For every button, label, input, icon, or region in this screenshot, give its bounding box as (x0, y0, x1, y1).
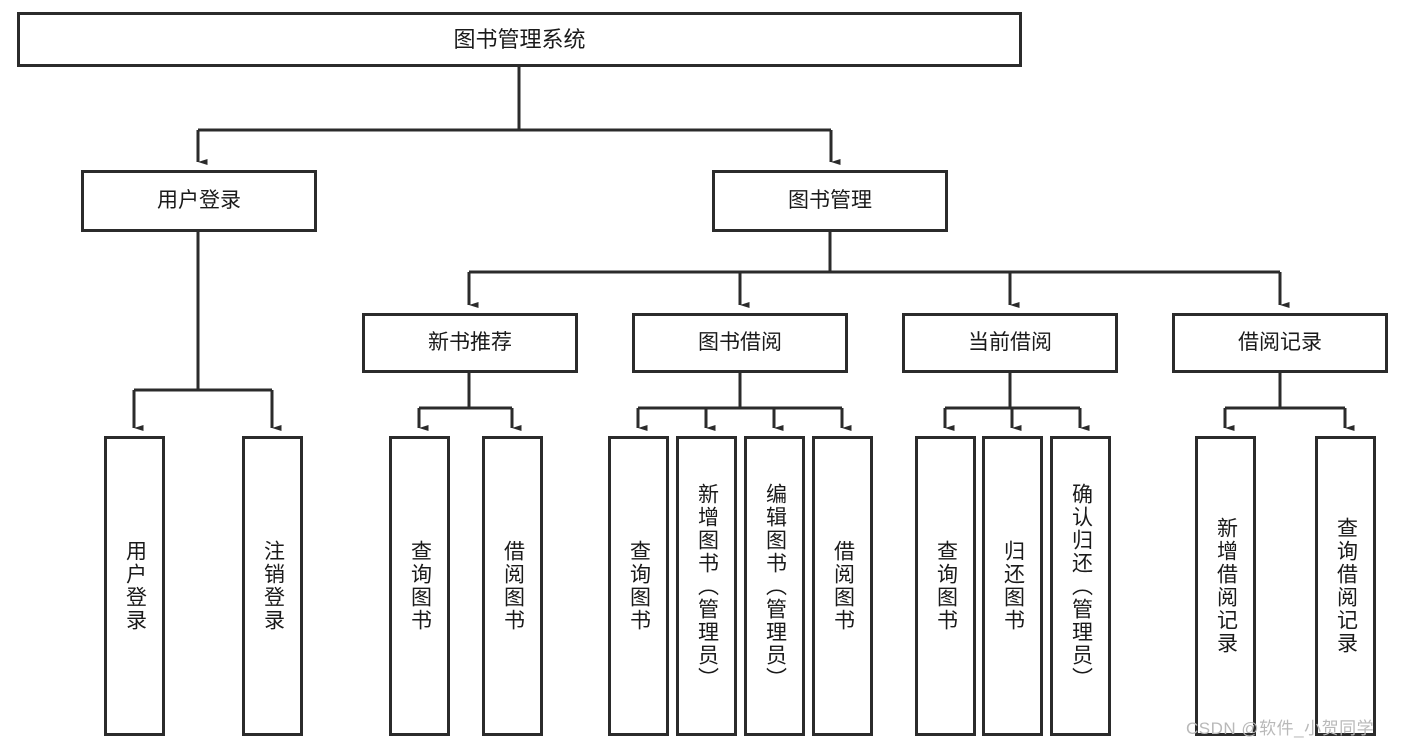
node-book-management[interactable]: 图书管理 (712, 170, 948, 232)
node-root-label: 图书管理系统 (453, 26, 586, 52)
leaf-user-login[interactable]: 用户登录 (104, 436, 165, 736)
node-book-borrow[interactable]: 图书借阅 (632, 313, 848, 373)
leaf-query-borrow-record[interactable]: 查询借阅记录 (1315, 436, 1376, 736)
leaf-borrow-book[interactable]: 借阅图书 (812, 436, 873, 736)
node-user-login[interactable]: 用户登录 (81, 170, 317, 232)
node-new-book-recommend[interactable]: 新书推荐 (362, 313, 578, 373)
leaf-newbook-borrow-book[interactable]: 借阅图书 (482, 436, 543, 736)
leaf-logout[interactable]: 注销登录 (242, 436, 303, 736)
node-book-borrow-label: 图书借阅 (698, 330, 782, 354)
leaf-borrow-query-book[interactable]: 查询图书 (608, 436, 669, 736)
leaf-return-book[interactable]: 归还图书 (982, 436, 1043, 736)
leaf-return-book-label: 归还图书 (1001, 540, 1025, 632)
leaf-add-borrow-record[interactable]: 新增借阅记录 (1195, 436, 1256, 736)
node-user-login-label: 用户登录 (157, 188, 241, 212)
leaf-confirm-return-admin-label: 确认归还（管理员） (1069, 482, 1093, 690)
leaf-add-book-admin[interactable]: 新增图书（管理员） (676, 436, 737, 736)
node-root[interactable]: 图书管理系统 (17, 12, 1022, 67)
leaf-newbook-borrow-book-label: 借阅图书 (501, 540, 525, 632)
leaf-add-book-admin-label: 新增图书（管理员） (695, 482, 719, 690)
watermark: CSDN @软件_小贺同学 (1186, 719, 1375, 738)
leaf-borrow-query-book-label: 查询图书 (627, 540, 651, 632)
leaf-user-login-label: 用户登录 (123, 540, 147, 632)
node-new-book-recommend-label: 新书推荐 (428, 330, 512, 354)
node-borrow-record[interactable]: 借阅记录 (1172, 313, 1388, 373)
leaf-logout-label: 注销登录 (261, 540, 285, 632)
node-current-borrow-label: 当前借阅 (968, 330, 1052, 354)
leaf-query-borrow-record-label: 查询借阅记录 (1334, 517, 1358, 655)
leaf-current-query-book[interactable]: 查询图书 (915, 436, 976, 736)
node-borrow-record-label: 借阅记录 (1238, 330, 1322, 354)
leaf-borrow-book-label: 借阅图书 (831, 540, 855, 632)
leaf-confirm-return-admin[interactable]: 确认归还（管理员） (1050, 436, 1111, 736)
leaf-newbook-query-book-label: 查询图书 (408, 540, 432, 632)
leaf-add-borrow-record-label: 新增借阅记录 (1214, 517, 1238, 655)
node-book-management-label: 图书管理 (788, 188, 872, 212)
node-current-borrow[interactable]: 当前借阅 (902, 313, 1118, 373)
leaf-newbook-query-book[interactable]: 查询图书 (389, 436, 450, 736)
leaf-edit-book-admin[interactable]: 编辑图书（管理员） (744, 436, 805, 736)
leaf-edit-book-admin-label: 编辑图书（管理员） (763, 482, 787, 690)
leaf-current-query-book-label: 查询图书 (934, 540, 958, 632)
